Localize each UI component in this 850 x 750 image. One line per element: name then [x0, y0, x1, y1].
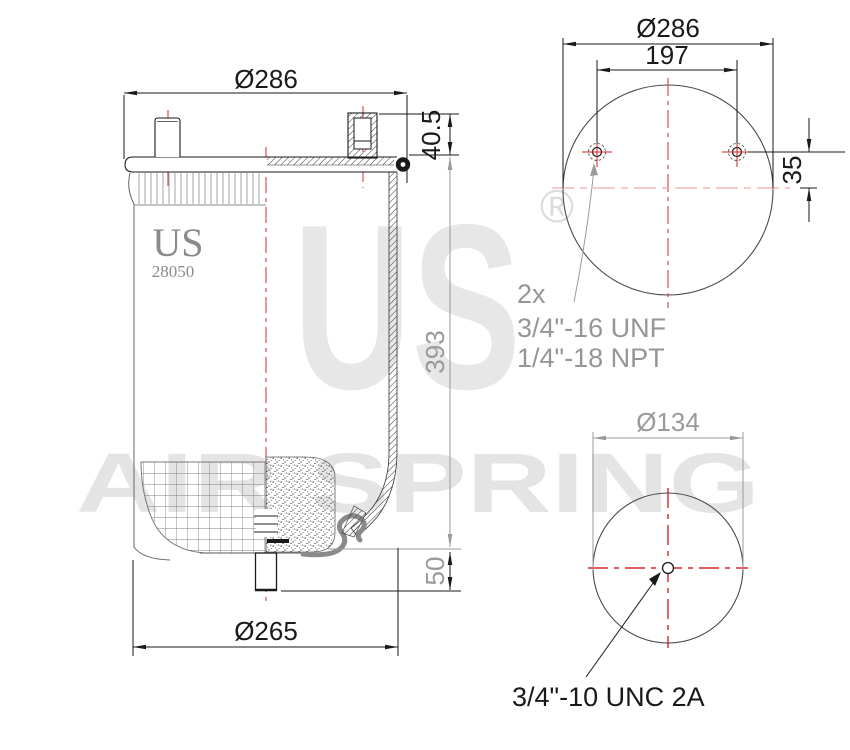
callout-port-thread-label: 1/4"-18 NPT [517, 343, 665, 373]
stud-hole-right [722, 138, 752, 167]
piston-section-half [265, 456, 336, 553]
bottom-view: Ø134 3/4"-10 UNC 2A [512, 407, 748, 712]
dim-stud-offset: 35 [748, 118, 845, 222]
side-view: Ø286 40.5 393 50 Ø265 [123, 64, 461, 656]
plate-section-hatch [267, 157, 394, 165]
top-view-leader-line [573, 167, 595, 303]
top-view-callout: 2x 3/4"-16 UNF 1/4"-18 NPT [517, 279, 666, 373]
dim-piston-diameter-label: Ø134 [636, 407, 700, 437]
callout-stud-thread-label: 3/4"-16 UNF [517, 313, 666, 343]
top-view-leader-arrow-icon [590, 163, 598, 176]
dim-body-height-label: 393 [420, 330, 450, 373]
dim-stud-spacing: 197 [596, 40, 738, 143]
watermark-brand-text: US [293, 175, 521, 438]
callout-bottom-stud-thread-label: 3/4"-10 UNC 2A [512, 682, 705, 712]
crimp-rib-band [134, 173, 266, 206]
dim-stud-spacing-label: 197 [645, 40, 688, 70]
dim-base-diameter-label: Ø265 [234, 616, 298, 646]
dim-piston-diameter: Ø134 [592, 407, 744, 570]
bellows-roll-lobe [300, 513, 367, 558]
dim-stud-length-label: 50 [420, 557, 450, 586]
dim-top-height: 40.5 [379, 110, 459, 161]
dim-stud-length: 50 [281, 552, 461, 592]
center-stud-hole [661, 561, 675, 575]
bottom-view-leader-arrow-icon [649, 572, 661, 586]
piston-outside-half [140, 461, 267, 554]
dim-stud-offset-label: 35 [777, 156, 807, 185]
piston-thread-insert [254, 509, 289, 543]
bead-plate [124, 156, 411, 173]
brand-stamp: US 28050 [152, 220, 204, 281]
bellows-end-clamp [341, 505, 367, 538]
dim-top-plate-diameter-label: Ø286 [636, 13, 700, 43]
brand-stamp-part-number: 28050 [152, 262, 195, 281]
bottom-view-leader-line [585, 578, 657, 678]
mounting-stud-bottom [254, 552, 278, 592]
dim-side-plate-diameter-label: Ø286 [234, 64, 298, 94]
dim-base-diameter: Ø265 [132, 548, 399, 656]
brand-stamp-logo: US [152, 220, 203, 265]
dim-side-plate-diameter: Ø286 [123, 64, 408, 183]
bellows-left-outline [128, 172, 171, 561]
air-fitting [347, 112, 378, 159]
mounting-stud-top [154, 117, 181, 157]
dim-top-height-label: 40.5 [416, 110, 446, 161]
top-view: Ø286 197 35 2x 3/4"-16 UNF 1/4"-18 NPT [517, 13, 845, 373]
callout-qty-label: 2x [517, 279, 546, 309]
dim-body-height: 393 [328, 157, 461, 550]
dim-top-plate-diameter: Ø286 [562, 13, 774, 188]
